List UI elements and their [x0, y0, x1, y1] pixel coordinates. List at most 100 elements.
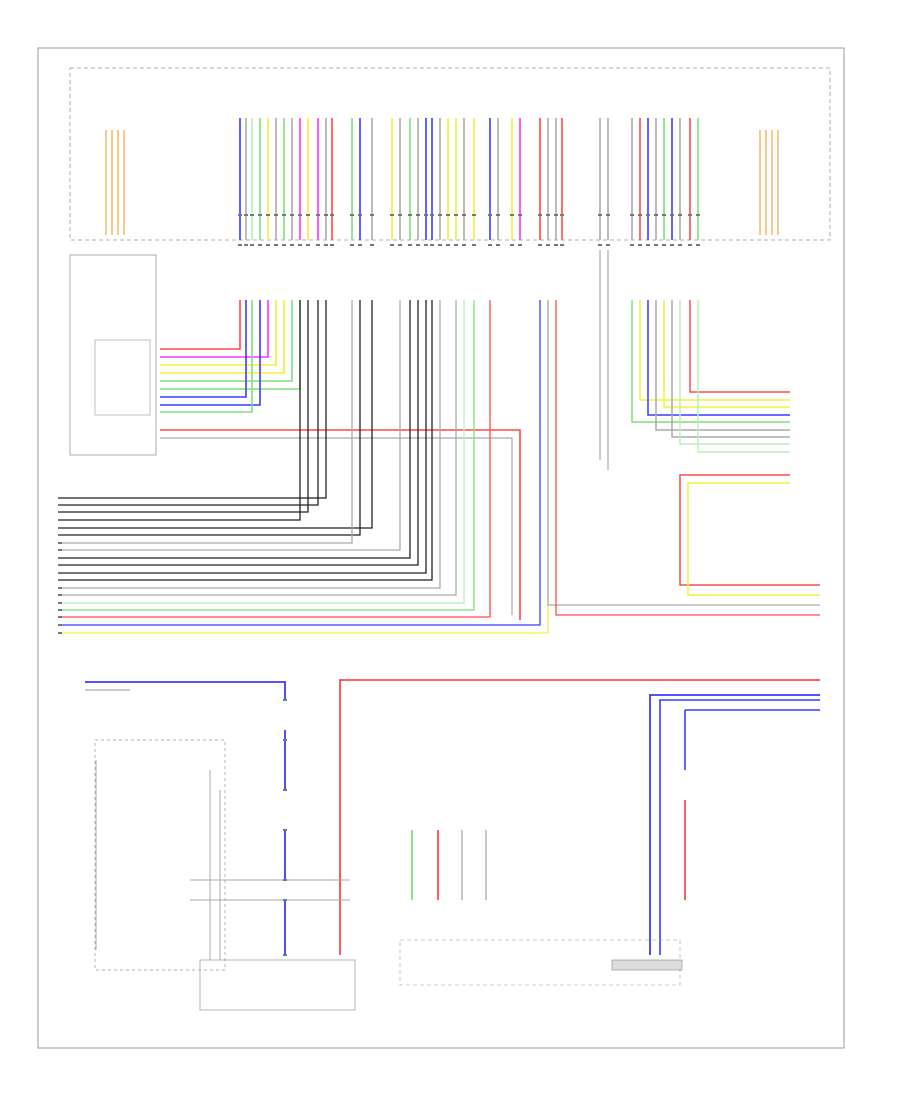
lower-switch-box [199, 959, 356, 1011]
left-bus-terminal-1 [58, 504, 62, 506]
terminal-mark-mid-9 [306, 244, 310, 246]
right-red-return [555, 300, 820, 616]
terminal-mark-top-6 [282, 214, 286, 216]
top-assembly-box [69, 67, 831, 241]
terminal-mark-mid-7 [290, 244, 294, 246]
right-red-loop [679, 474, 820, 586]
terminal-mark-top-37 [630, 214, 634, 216]
lower-dashed-box-left [94, 739, 226, 971]
terminal-mark-top-32 [546, 214, 550, 216]
left-bus-line-10 [60, 300, 427, 574]
terminal-mark-top-41 [662, 214, 666, 216]
terminal-mark-top-4 [266, 214, 270, 216]
lower-terminal-3 [283, 829, 287, 831]
left-module-output-2 [160, 300, 277, 366]
terminal-mark-top-42 [670, 214, 674, 216]
left-module-output-7 [160, 300, 261, 406]
left-bus-line-0 [60, 300, 327, 499]
terminal-mark-top-36 [606, 214, 610, 216]
right-gray-return [547, 300, 820, 606]
left-bus-terminal-14 [58, 602, 62, 604]
right-module-line-2 [663, 300, 790, 408]
terminal-mark-top-24 [454, 214, 458, 216]
left-module-output-8 [160, 300, 253, 413]
terminal-mark-top-39 [646, 214, 650, 216]
terminal-mark-mid-6 [282, 244, 286, 246]
lower-blue-feed [85, 681, 286, 700]
left-bus-terminal-4 [58, 527, 62, 529]
terminal-mark-top-10 [316, 214, 320, 216]
right-yellow-loop [687, 482, 820, 596]
right-module-line-8 [697, 300, 790, 453]
terminal-mark-top-15 [370, 214, 374, 216]
right-module-line-6 [671, 300, 790, 438]
left-bus-line-7 [60, 300, 401, 551]
left-bus-terminal-15 [58, 609, 62, 611]
left-bus-terminal-10 [58, 572, 62, 574]
terminal-mark-top-45 [696, 214, 700, 216]
terminal-mark-top-26 [472, 214, 476, 216]
lower-terminal-2 [283, 789, 287, 791]
terminal-mark-mid-45 [696, 244, 700, 246]
terminal-mark-mid-2 [250, 244, 254, 246]
terminal-mark-mid-24 [454, 244, 458, 246]
terminal-mark-mid-10 [316, 244, 320, 246]
terminal-mark-mid-31 [538, 244, 542, 246]
ground-bar [611, 959, 683, 971]
left-bus-line-4 [60, 300, 373, 529]
terminal-mark-mid-22 [438, 244, 442, 246]
outer-border [37, 47, 845, 1049]
left-module-output-5 [160, 300, 301, 390]
terminal-mark-mid-11 [324, 244, 328, 246]
terminal-mark-mid-14 [358, 244, 362, 246]
left-bus-line-1 [60, 300, 319, 506]
left-module-output-1 [160, 300, 269, 358]
lower-terminal-6 [283, 954, 287, 956]
left-module-output-3 [160, 300, 285, 374]
lower-terminal-4 [283, 879, 287, 881]
terminal-mark-top-2 [250, 214, 254, 216]
terminal-mark-mid-43 [678, 244, 682, 246]
terminal-mark-mid-41 [662, 244, 666, 246]
left-bus-terminal-12 [58, 587, 62, 589]
left-module-output-6 [160, 300, 247, 398]
left-module-inner-box [94, 339, 151, 416]
lower-terminal-0 [283, 699, 287, 701]
terminal-mark-top-16 [390, 214, 394, 216]
terminal-mark-top-31 [538, 214, 542, 216]
terminal-mark-mid-32 [546, 244, 550, 246]
left-bus-line-18 [60, 300, 549, 634]
left-bus-terminal-5 [58, 534, 62, 536]
left-module-box [69, 254, 157, 456]
terminal-mark-top-44 [688, 214, 692, 216]
lower-terminal-1 [283, 739, 287, 741]
left-bus-terminal-3 [58, 519, 62, 521]
terminal-mark-mid-36 [606, 244, 610, 246]
left-bus-line-17 [60, 300, 541, 626]
terminal-mark-mid-5 [274, 244, 278, 246]
right-module-line-1 [639, 300, 790, 401]
terminal-mark-mid-35 [598, 244, 602, 246]
lower-red-main [339, 679, 820, 955]
left-bus-terminal-16 [58, 616, 62, 618]
right-module-line-0 [689, 300, 790, 393]
left-bus-terminal-18 [58, 632, 62, 634]
terminal-mark-mid-34 [560, 244, 564, 246]
left-bus-terminal-2 [58, 511, 62, 513]
terminal-mark-top-9 [306, 214, 310, 216]
terminal-mark-top-18 [408, 214, 412, 216]
left-module-output-0 [160, 300, 241, 350]
left-bus-line-14 [60, 300, 465, 604]
terminal-mark-top-27 [488, 214, 492, 216]
terminal-mark-mid-28 [496, 244, 500, 246]
left-bus-line-8 [60, 300, 411, 559]
terminal-mark-top-23 [446, 214, 450, 216]
terminal-mark-mid-26 [472, 244, 476, 246]
left-bus-terminal-8 [58, 557, 62, 559]
lower-blue-right-a [649, 694, 820, 955]
terminal-mark-mid-12 [330, 244, 334, 246]
terminal-mark-mid-4 [266, 244, 270, 246]
terminal-mark-top-34 [560, 214, 564, 216]
left-bus-line-16 [60, 300, 491, 618]
terminal-mark-mid-27 [488, 244, 492, 246]
